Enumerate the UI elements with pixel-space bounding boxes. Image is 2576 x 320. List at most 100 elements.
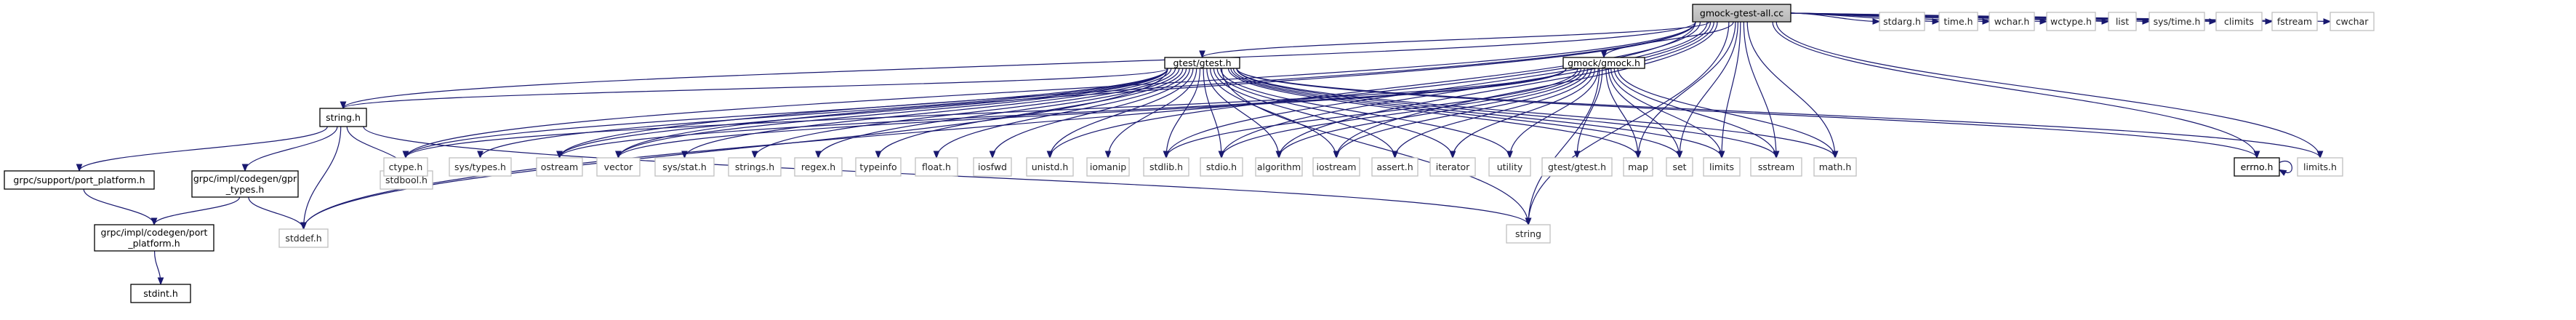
node-gmock[interactable]: gmock/gmock.h [1562,57,1645,69]
node-wctype: wctype.h [2046,12,2096,31]
node-gprtypes[interactable]: grpc/impl/codegen/gpr_types.h [191,170,299,198]
node-strings: strings.h [728,157,782,177]
edge-gprtypes-to-stddef [248,196,307,231]
edge-gmock-to-sstream [1613,68,1780,159]
node-label: float.h [922,161,951,172]
edge-gtest-to-regex [815,68,1180,159]
edge-gmock-to-ctype [402,68,1567,159]
edge-root-to-gmock [1600,21,1734,59]
edge-gtest-to-systypes [477,68,1168,159]
node-iosfwd: iosfwd [973,157,1012,177]
node-regex: regex.h [794,157,843,177]
node-unistd: unistd.h [1026,157,1074,177]
node-box [1429,157,1476,177]
node-box [1506,224,1551,244]
node-box [2046,12,2096,31]
node-label: gtest/gtest.h [1173,57,1232,68]
node-box [130,284,191,303]
node-box [1371,157,1419,177]
node-stdint[interactable]: stdint.h [130,284,191,303]
node-gtest[interactable]: gtest/gtest.h [1164,57,1240,69]
node-grpcsupport[interactable]: grpc/support/port_platform.h [4,170,155,190]
edge-root-to-limitsh [1775,21,2324,159]
node-box [855,157,902,177]
node-iomanip: iomanip [1086,157,1130,177]
node-label: assert.h [1376,161,1413,172]
node-typeinfo: typeinfo [855,157,902,177]
node-label: regex.h [801,161,835,172]
node-label: stdarg.h [1883,16,1921,27]
edge-stringh-to-stddef [300,126,342,231]
node-box [2215,12,2263,31]
edge-gtest-to-ostream [556,68,1168,159]
edge-gtest-to-iomanip [1104,68,1197,159]
node-box [2271,12,2318,31]
node-stdio: stdio.h [1200,157,1243,177]
edge-root-to-ctype [402,21,1696,159]
edge-errno-to-errno [2278,161,2292,176]
edge-gmock-to-math [1617,68,1839,159]
node-box [1026,157,1074,177]
node-root[interactable]: gmock-gtest-all.cc [1692,4,1791,23]
node-label: wchar.h [1994,16,2030,27]
edge-gmock-to-gtestgtest [1573,68,1603,159]
node-math: math.h [1813,157,1857,177]
node-label: grpc/impl/codegen/port [101,227,208,238]
node-ctype: ctype.h [383,157,428,177]
edge-gtest-to-map [1227,68,1642,159]
node-label: map [1628,161,1648,172]
edge-gmock-to-limits [1610,68,1725,159]
edge-gmock-to-ostream [556,68,1567,159]
node-errno[interactable]: errno.h [2234,157,2280,177]
edge-root-to-stddef [300,21,1696,231]
node-box [1813,157,1857,177]
node-label: gmock/gmock.h [1568,57,1640,68]
node-label: set [1672,161,1686,172]
edge-gtest-to-set [1230,68,1683,159]
node-box [536,157,583,177]
node-label: _types.h [225,184,265,195]
node-label: strings.h [735,161,774,172]
edge-gmock-to-map [1605,68,1642,159]
node-iterator: iterator [1429,157,1476,177]
node-label: time.h [1943,16,1973,27]
node-stringh[interactable]: string.h [319,108,367,127]
node-box [1562,57,1645,69]
node-box [2330,12,2375,31]
node-map: map [1623,157,1653,177]
node-box [449,157,512,177]
node-codegenport[interactable]: grpc/impl/codegen/port_platform.h [94,224,214,252]
node-utility: utility [1488,157,1531,177]
node-label: iomanip [1090,161,1126,172]
edge-stringh-to-gprtypes [241,126,338,172]
node-gtestgtest: gtest/gtest.h [1541,157,1613,177]
node-cwchar: cwchar [2330,12,2375,31]
edge-gmock-to-asserth [1392,68,1592,159]
node-label: _platform.h [127,238,180,249]
node-stddef: stddef.h [278,228,329,248]
node-stdlib: stdlib.h [1143,157,1189,177]
node-algorithm: algorithm [1255,157,1303,177]
node-label: string [1515,228,1541,239]
edge-gtest-to-strings [751,68,1176,159]
edge-gmock-to-stdlib [1163,68,1578,159]
edge-grpcsupport-to-codegenport [83,188,158,226]
edge-gmock-to-algorithm [1275,68,1585,159]
node-box [973,157,1012,177]
node-box [2108,12,2137,31]
node-box [654,157,715,177]
node-box [915,157,958,177]
edge-gmock-to-set [1608,68,1683,159]
edge-gtest-to-typeinfo [875,68,1184,159]
edge-gmock-to-iostream [1333,68,1589,159]
edge-gtest-to-errno [1236,68,2260,159]
node-box [1666,157,1693,177]
node-label: cwchar [2336,16,2370,27]
node-limits: limits [1703,157,1741,177]
node-systime: sys/time.h [2148,12,2205,31]
node-box [1938,12,1978,31]
node-box [278,228,329,248]
node-label: unistd.h [1032,161,1069,172]
node-box [1541,157,1613,177]
